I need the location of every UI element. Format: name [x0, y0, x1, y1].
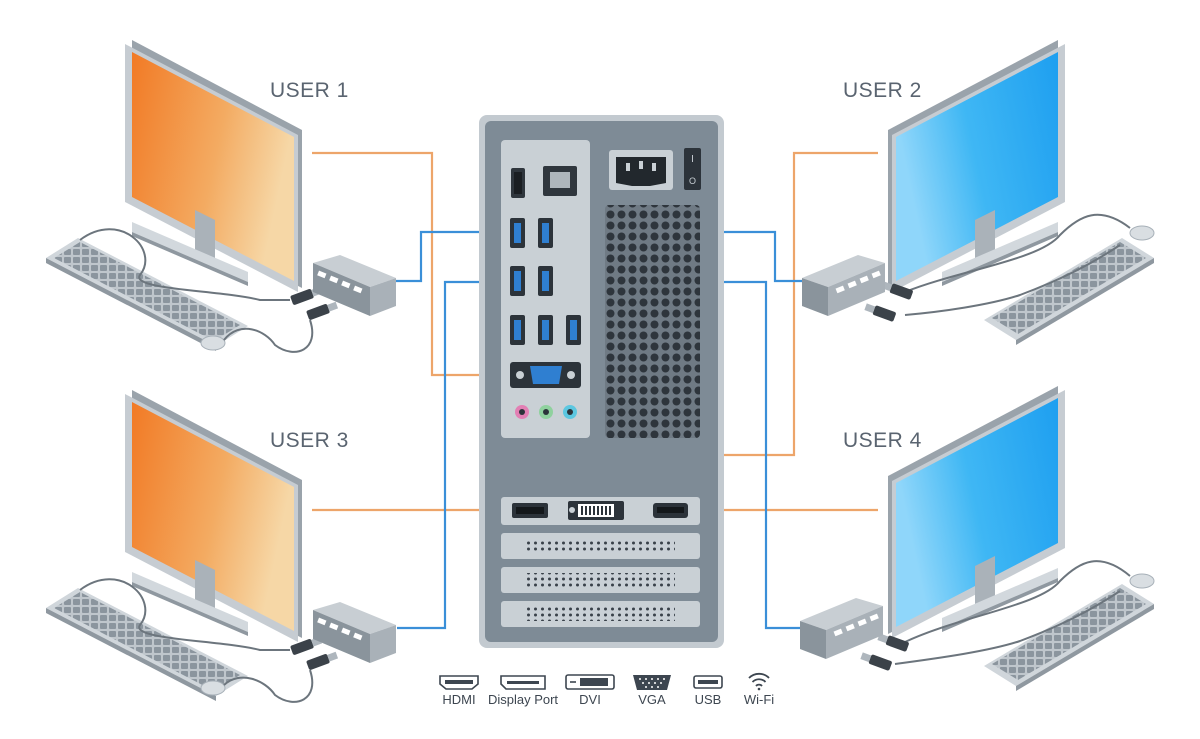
usb-hub-icon — [313, 602, 396, 663]
mouse-icon — [1129, 573, 1155, 589]
usb-hub-icon — [802, 255, 885, 316]
legend-vga-label: VGA — [638, 692, 666, 707]
user-3-workstation — [46, 390, 396, 703]
mouse-icon — [200, 680, 226, 696]
user-3-label: USER 3 — [270, 429, 349, 452]
usb-plug-icon — [306, 650, 339, 671]
user-4-label: USER 4 — [843, 429, 922, 452]
cable-user1-usb — [395, 230, 517, 283]
legend-usb-label: USB — [695, 692, 722, 707]
user-1-workstation: USER 1 — [46, 40, 396, 353]
monitor-icon — [888, 40, 1065, 292]
monitor-icon — [888, 386, 1065, 638]
mouse-icon — [1129, 225, 1155, 241]
monitor-icon — [125, 390, 302, 642]
dvi-icon — [565, 674, 615, 690]
monitor-icon — [125, 40, 302, 292]
power-on-mark: I — [691, 154, 694, 165]
user-2-label: USER 2 — [843, 79, 922, 102]
usb-plug-icon — [863, 302, 897, 322]
power-switch — [684, 148, 701, 190]
pc-tower: I O — [479, 115, 724, 648]
connector-legend: HDMI Display Port DVI VGA USB — [439, 672, 774, 707]
legend-hdmi-label: HDMI — [442, 692, 475, 707]
power-off-mark: O — [689, 176, 696, 186]
usb-hub-icon — [313, 255, 396, 316]
cable-user1-vga — [312, 151, 505, 377]
wifi-icon — [748, 672, 770, 691]
usb-plug-icon — [306, 300, 339, 321]
legend-displayport-label: Display Port — [488, 692, 558, 707]
user-4-workstation — [800, 386, 1155, 691]
legend-dvi-label: DVI — [579, 692, 601, 707]
usb-icon — [693, 675, 723, 689]
usb-hub-icon — [800, 598, 883, 659]
user-2-workstation: USER 2 — [802, 40, 1155, 345]
legend-wifi-label: Wi-Fi — [744, 692, 774, 707]
audio-jacks — [515, 405, 577, 419]
displayport-icon — [500, 675, 546, 690]
user-1-label: USER 1 — [270, 79, 349, 102]
vga-icon — [633, 675, 671, 690]
fan-vent — [605, 205, 700, 438]
hdmi-icon — [439, 675, 479, 690]
usb-plug-icon — [859, 651, 893, 671]
mouse-icon — [200, 335, 226, 351]
